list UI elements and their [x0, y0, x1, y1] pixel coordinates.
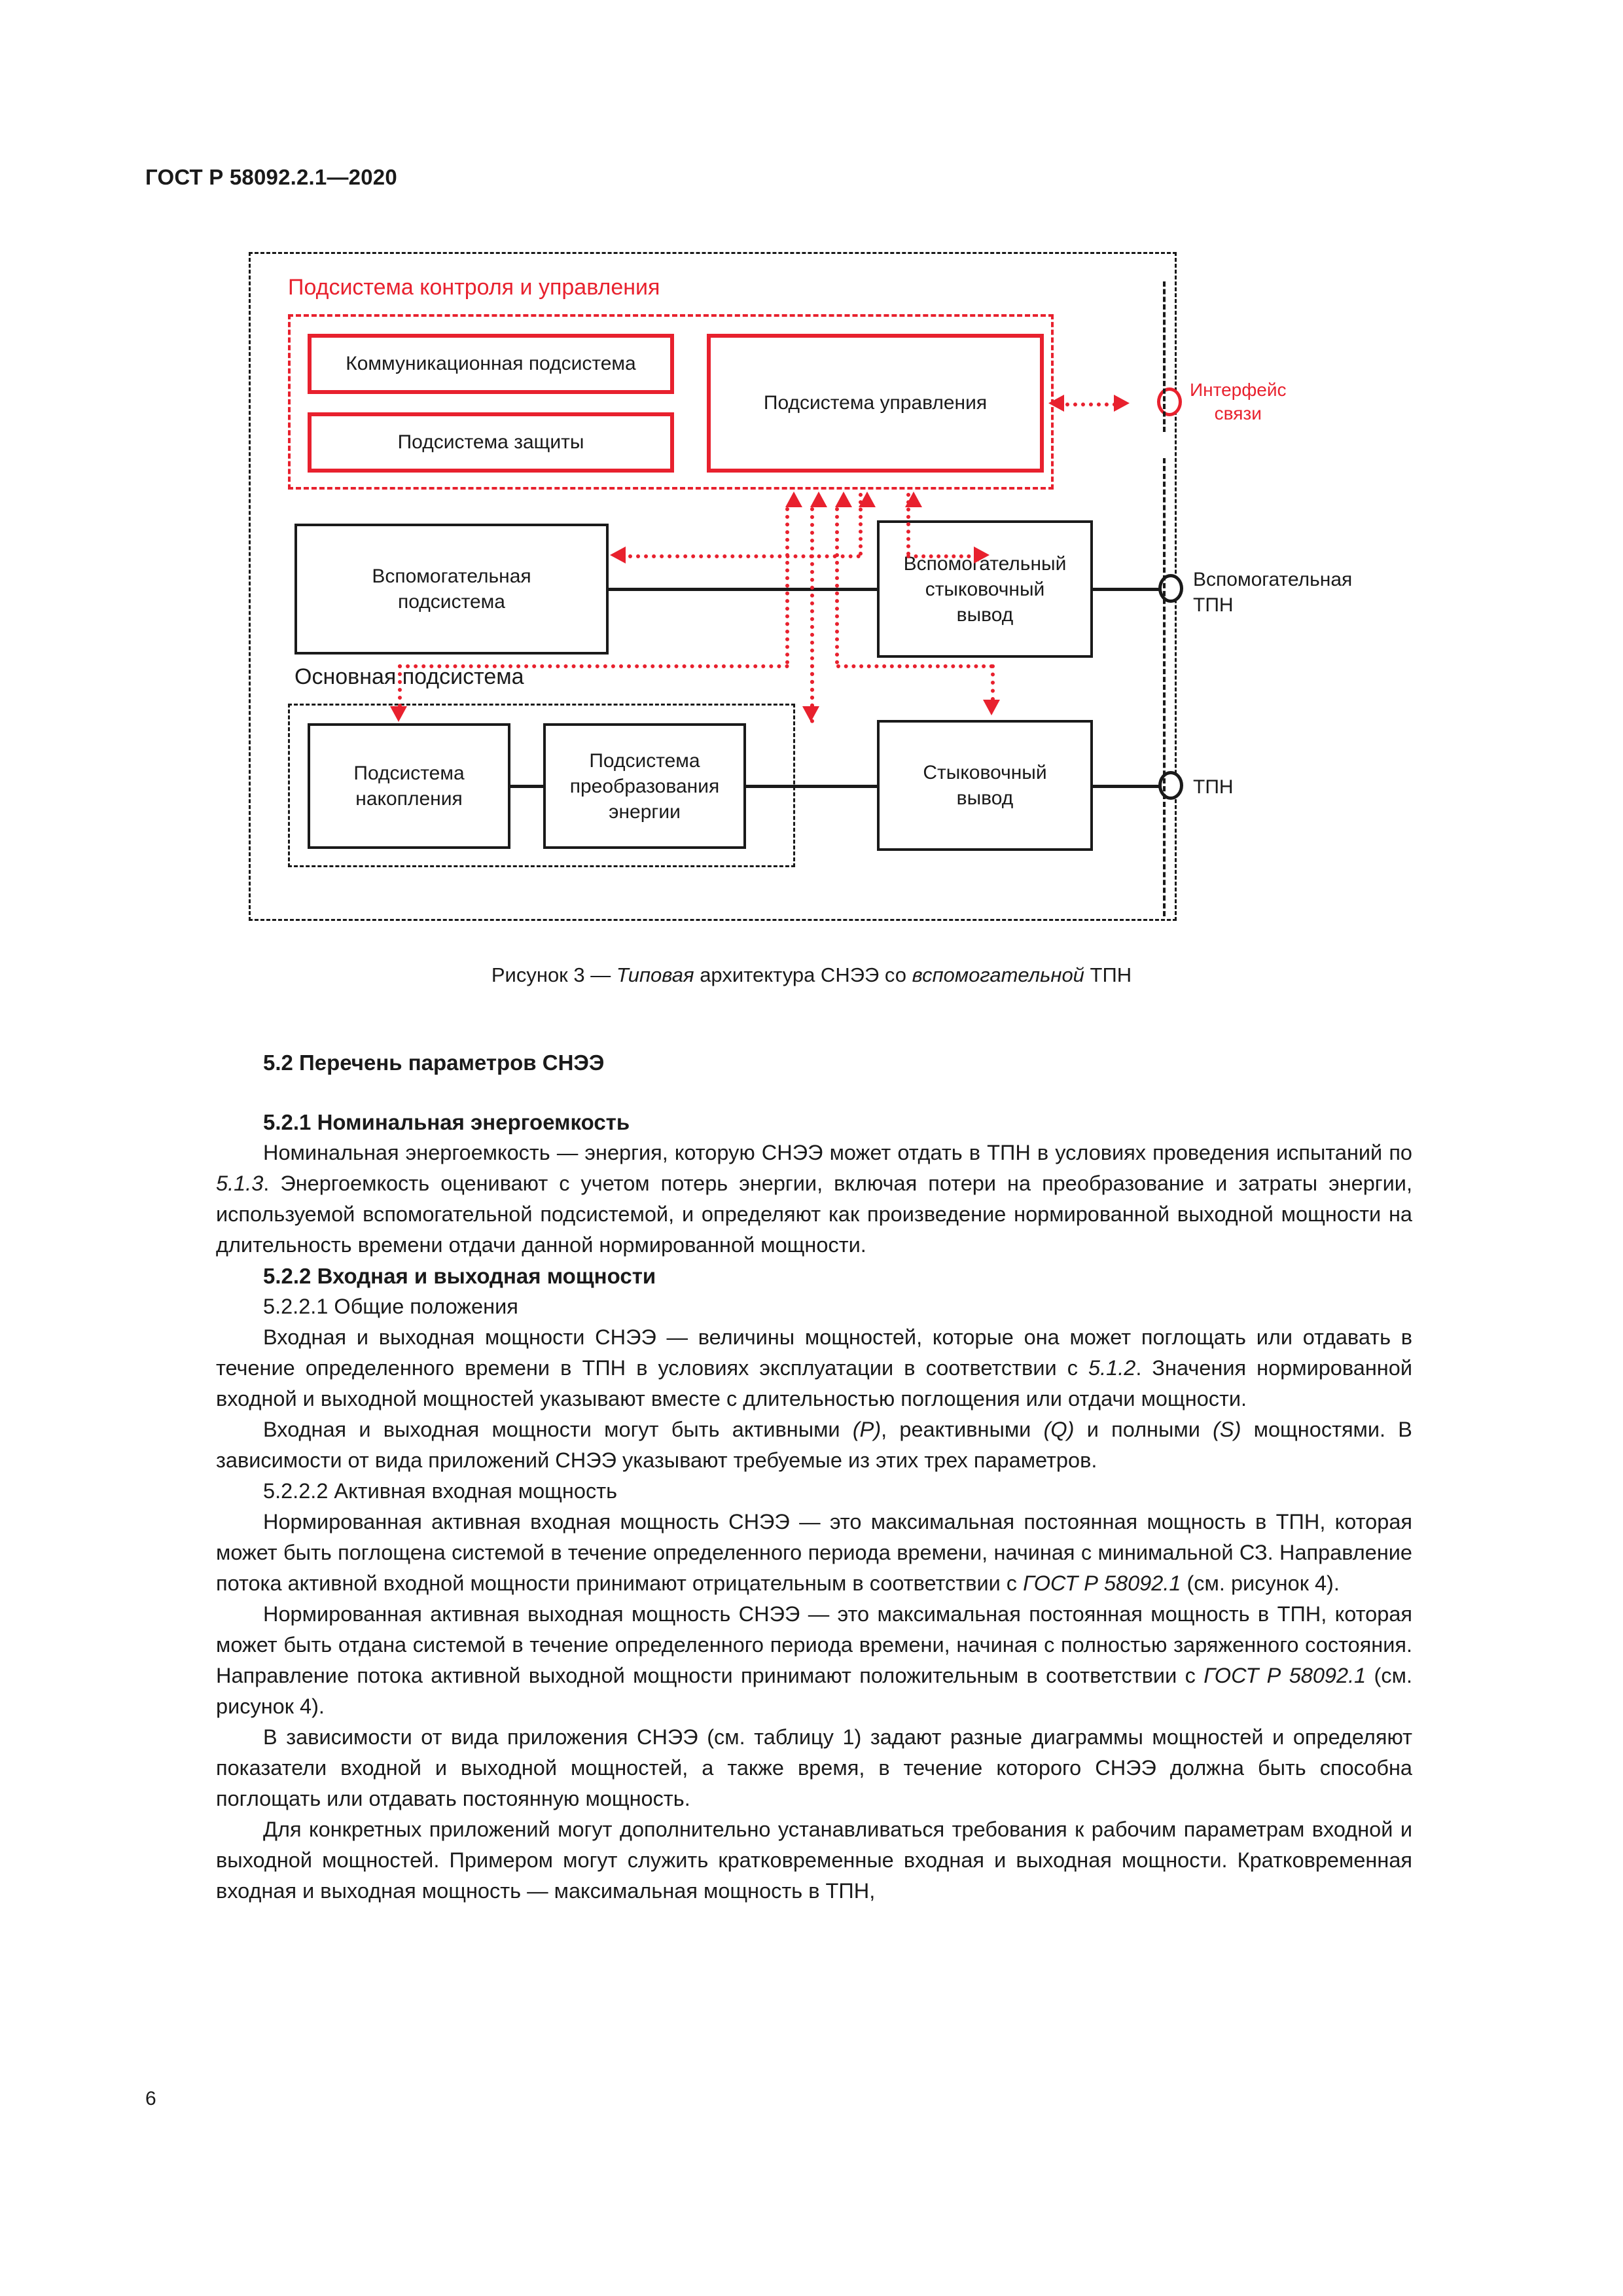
p5222a-part-b: (см. рисунок 4).	[1181, 1571, 1340, 1595]
main-subsystem-title: Основная подсистема	[294, 664, 524, 689]
p5221b-part-a: Входная и выходная мощности могут быть а…	[263, 1418, 853, 1441]
p521-part-a: Номинальная энергоемкость — энергия, кот…	[263, 1141, 1412, 1164]
p5221b-part-c: и полными	[1074, 1418, 1213, 1441]
line-dock-to-terminal	[1092, 785, 1160, 788]
p5221b-part-d: мощностями. В зависимости от вида прилож…	[216, 1418, 1412, 1472]
p521-ref: 5.1.3	[216, 1172, 264, 1195]
heading-5-2-2-2: 5.2.2.2 Активная входная мощность	[263, 1479, 618, 1503]
arrow-up-4-icon	[859, 492, 876, 507]
arrow-into-aux-icon	[610, 547, 626, 564]
paragraph-5-2-2-1-2: Входная и выходная мощности могут быть а…	[216, 1414, 1412, 1476]
line-aux-to-auxdock	[607, 588, 878, 591]
box-management-subsystem: Подсистема управления	[707, 334, 1044, 473]
arrow-into-conversion-icon	[802, 706, 819, 722]
signal-bus-lower-left	[398, 664, 789, 668]
p5222b-part-b: (см. рисунок 4).	[216, 1664, 1412, 1718]
figure-caption: Рисунок 3 — Типовая архитектура СНЭЭ со …	[0, 963, 1623, 987]
figure-caption-italic-2: вспомогательной	[912, 963, 1084, 986]
arrow-into-dock-icon	[983, 700, 1000, 715]
box-management-subsystem-label: Подсистема управления	[763, 392, 988, 414]
signal-trunk-center	[810, 507, 814, 723]
paragraph-5-2-2-2-1: Нормированная активная входная мощность …	[216, 1507, 1412, 1599]
signal-bus-to-auxdock	[906, 554, 978, 558]
line-auxdock-to-terminal	[1092, 588, 1160, 591]
label-communication-interface: Интерфейс связи	[1190, 380, 1287, 424]
paragraph-5-2-2-2-4: Для конкретных приложений могут дополнит…	[216, 1818, 1412, 1903]
paragraph-5-2-2-2-3: В зависимости от вида приложения СНЭЭ (с…	[216, 1725, 1412, 1810]
boundary-line-upper	[1163, 281, 1166, 432]
line-conversion-to-dock	[745, 785, 878, 788]
terminal-tpn	[1158, 771, 1183, 800]
p5222a-ref: ГОСТ Р 58092.1	[1023, 1571, 1181, 1595]
figure-caption-suffix: ТПН	[1084, 963, 1132, 986]
heading-5-2-2-1: 5.2.2.1 Общие положения	[263, 1295, 518, 1318]
arrow-up-5-icon	[905, 492, 922, 507]
figure-caption-mid: архитектура СНЭЭ со	[694, 963, 912, 986]
arrow-into-storage-icon	[390, 706, 407, 722]
symbol-active-power: (P)	[852, 1418, 882, 1441]
p5222b-ref: ГОСТ Р 58092.1	[1204, 1664, 1366, 1687]
p5221b-part-b: , реактивными	[881, 1418, 1044, 1441]
arrow-up-1-icon	[785, 492, 802, 507]
figure-3-diagram: Подсистема контроля и управления Коммуни…	[249, 252, 1352, 926]
signal-trunk-left	[785, 507, 789, 664]
arrow-into-auxdock-icon	[974, 547, 990, 564]
arrow-to-management-icon	[1048, 395, 1064, 412]
link-management-interface	[1065, 403, 1116, 406]
p5221-part-b: . Значения нормированной входной и выход…	[216, 1356, 1412, 1410]
box-communication-subsystem: Коммуникационная подсистема	[308, 334, 674, 394]
box-communication-subsystem-label: Коммуникационная подсистема	[346, 353, 636, 375]
box-protection-subsystem: Подсистема защиты	[308, 412, 674, 473]
heading-5-2-1: 5.2.1 Номинальная энергоемкость	[263, 1110, 630, 1134]
signal-drop-auxdock-v	[906, 493, 910, 556]
paragraph-5-2-1-1: Номинальная энергоемкость — энергия, кот…	[216, 1138, 1412, 1261]
page-header-standard-id: ГОСТ Р 58092.2.1—2020	[145, 165, 397, 189]
arrow-up-2-icon	[810, 492, 827, 507]
symbol-reactive-power: (Q)	[1043, 1418, 1075, 1441]
boundary-line-lower	[1163, 458, 1166, 916]
p5221-ref: 5.1.2	[1088, 1356, 1136, 1380]
label-tpn: ТПН	[1193, 776, 1234, 798]
arrow-to-interface-icon	[1114, 395, 1130, 412]
document-body: 5.2 Перечень параметров СНЭЭ 5.2.1 Номин…	[216, 1028, 1412, 1907]
signal-trunk-center2	[835, 507, 839, 664]
box-protection-subsystem-label: Подсистема защиты	[397, 431, 584, 454]
signal-drop-storage	[398, 664, 402, 708]
signal-drop-conversion	[810, 664, 814, 708]
line-storage-to-conversion	[509, 785, 544, 788]
signal-drop-aux	[859, 493, 863, 556]
symbol-apparent-power: (S)	[1213, 1418, 1241, 1441]
p5221-part-a: Входная и выходная мощности СНЭЭ — велич…	[216, 1325, 1412, 1380]
terminal-auxiliary-tpn	[1158, 574, 1183, 603]
control-subsystem-title: Подсистема контроля и управления	[288, 275, 660, 300]
p5222a-part-a: Нормированная активная входная мощность …	[216, 1510, 1412, 1595]
signal-drop-dock	[991, 664, 995, 701]
terminal-communication-interface	[1157, 387, 1182, 416]
p5222b-part-a: Нормированная активная выходная мощность…	[216, 1602, 1412, 1687]
label-auxiliary-tpn: Вспомогательная ТПН	[1193, 569, 1353, 616]
arrow-up-3-icon	[835, 492, 852, 507]
figure-caption-italic-1: Типовая	[616, 963, 694, 986]
heading-5-2: 5.2 Перечень параметров СНЭЭ	[263, 1050, 605, 1075]
figure-caption-prefix: Рисунок 3 —	[491, 963, 616, 986]
signal-bus-lower-right	[836, 664, 993, 668]
heading-5-2-2: 5.2.2 Входная и выходная мощности	[263, 1264, 656, 1288]
signal-bus-to-aux	[628, 554, 861, 558]
paragraph-5-2-2-2-2: Нормированная активная выходная мощность…	[216, 1599, 1412, 1722]
page-number: 6	[145, 2088, 156, 2109]
p521-part-b: . Энергоемкость оценивают с учетом потер…	[216, 1172, 1412, 1257]
paragraph-5-2-2-1-1: Входная и выходная мощности СНЭЭ — велич…	[216, 1322, 1412, 1414]
